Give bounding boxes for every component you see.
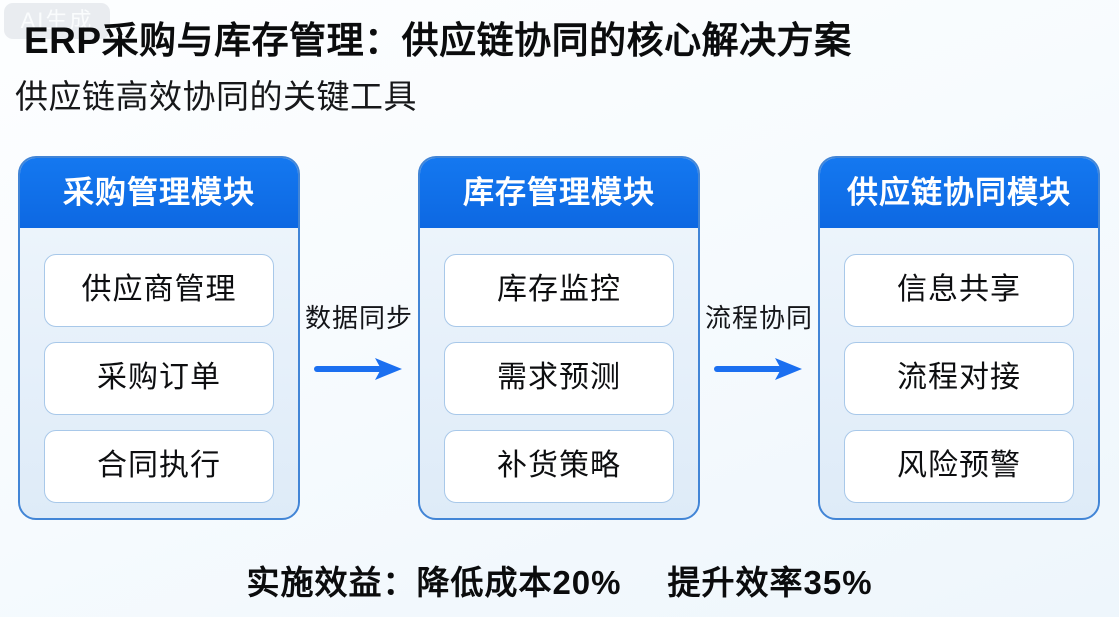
- page-subtitle: 供应链高效协同的关键工具: [15, 78, 417, 115]
- module-header-supply-chain-collaboration: 供应链协同模块: [820, 158, 1098, 228]
- ai-generated-watermark-label: AI生成: [20, 8, 94, 33]
- module-item-supplier-management: 供应商管理: [44, 254, 274, 327]
- module-item-process-integration: 流程对接: [844, 342, 1074, 415]
- connector-data-sync: 数据同步: [300, 298, 418, 388]
- module-item-information-sharing: 信息共享: [844, 254, 1074, 327]
- benefit-cost-reduction: 降低成本20%: [416, 564, 622, 601]
- ai-generated-watermark-badge: AI生成: [4, 3, 110, 39]
- module-card-inventory: 库存管理模块 库存监控 需求预测 补货策略: [418, 156, 700, 520]
- benefit-efficiency-gain: 提升效率35%: [667, 564, 873, 601]
- benefits-summary: 实施效益： 降低成本20% 提升效率35%: [0, 556, 1119, 604]
- connector-process-collaboration: 流程协同: [700, 298, 818, 388]
- module-items-procurement: 供应商管理 采购订单 合同执行: [20, 228, 298, 503]
- connector-process-collaboration-label: 流程协同: [704, 303, 813, 333]
- benefits-label: 实施效益：: [246, 564, 417, 601]
- arrow-right-icon: [714, 358, 802, 380]
- arrow-right-icon: [314, 358, 402, 380]
- module-items-supply-chain-collaboration: 信息共享 流程对接 风险预警: [820, 228, 1098, 503]
- module-header-inventory: 库存管理模块: [420, 158, 698, 228]
- page-title: ERP采购与库存管理：供应链协同的核心解决方案: [24, 20, 852, 61]
- module-card-supply-chain-collaboration: 供应链协同模块 信息共享 流程对接 风险预警: [818, 156, 1100, 520]
- module-item-replenishment-strategy: 补货策略: [444, 430, 674, 503]
- module-item-risk-alert: 风险预警: [844, 430, 1074, 503]
- module-item-inventory-monitoring: 库存监控: [444, 254, 674, 327]
- module-item-purchase-orders: 采购订单: [44, 342, 274, 415]
- module-header-procurement: 采购管理模块: [20, 158, 298, 228]
- connector-data-sync-label: 数据同步: [304, 303, 413, 333]
- module-item-contract-execution: 合同执行: [44, 430, 274, 503]
- module-card-procurement: 采购管理模块 供应商管理 采购订单 合同执行: [18, 156, 300, 520]
- module-item-demand-forecast: 需求预测: [444, 342, 674, 415]
- module-items-inventory: 库存监控 需求预测 补货策略: [420, 228, 698, 503]
